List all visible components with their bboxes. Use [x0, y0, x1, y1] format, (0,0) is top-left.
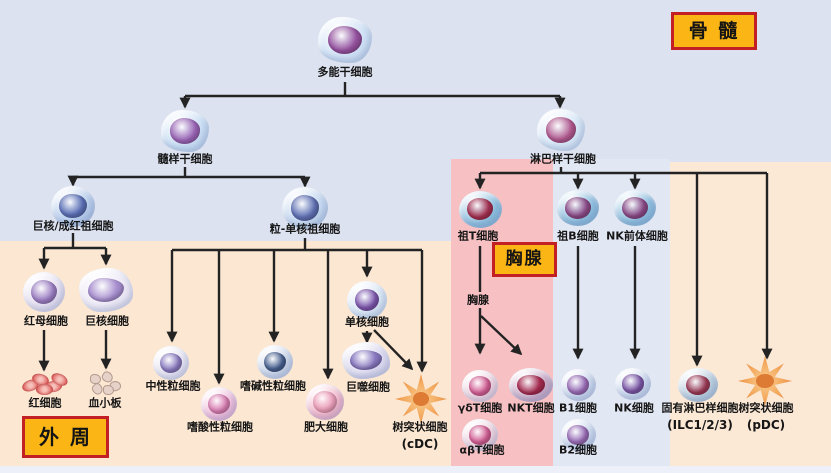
- megakaryocyte-image: [79, 268, 133, 312]
- neutrophil-image: [153, 346, 189, 380]
- connector-line-23: [373, 329, 414, 371]
- dendritic-cell-cdc-image: [395, 374, 447, 424]
- erythroblast-image: [23, 272, 65, 312]
- dendritic-cell-pdc-label: 树突状细胞: [738, 401, 794, 415]
- pro-b-cell-label: 祖B细胞: [557, 229, 599, 243]
- alpha-beta-t-cell-label: αβT细胞: [459, 443, 505, 457]
- myeloid-stem-cell-label: 髓样干细胞: [157, 152, 213, 166]
- monocyte-image: [347, 281, 387, 319]
- red-blood-cells-image: [20, 370, 70, 396]
- lymphoid-stem-cell-nucleus: [546, 117, 576, 143]
- platelets-label: 血小板: [88, 396, 122, 410]
- dendritic-cell-cdc-nucleus: [412, 391, 430, 406]
- b2-cell-label: B2细胞: [558, 443, 598, 457]
- mast-cell-image: [306, 384, 344, 420]
- nkt-cell-nucleus: [517, 374, 545, 396]
- dendritic-cell-pdc-nucleus: [756, 373, 774, 388]
- myeloid-stem-cell-image: [161, 110, 209, 152]
- b1-cell-image: [560, 369, 596, 401]
- gamma-delta-t-cell-image: [462, 370, 498, 402]
- nk-precursor-cell-nucleus: [621, 197, 648, 219]
- nk-cell-label: NK细胞: [614, 401, 654, 415]
- basophil-nucleus: [263, 351, 287, 373]
- alpha-beta-t-cell-nucleus: [468, 425, 492, 445]
- pro-t-cell-nucleus: [466, 197, 494, 221]
- mast-cell-nucleus: [313, 391, 337, 413]
- connector-line-33: [480, 315, 523, 356]
- monocyte-label: 单核细胞: [345, 315, 389, 329]
- nk-cell-nucleus: [621, 374, 645, 394]
- megakaryocyte-erythroid-progenitor-nucleus: [59, 193, 87, 219]
- basophil-label: 嗜碱性粒细胞: [240, 379, 306, 393]
- nk-precursor-cell-image: [614, 190, 656, 226]
- periphery-box: 外 周: [22, 416, 109, 458]
- innate-lymphoid-cell-label: 固有淋巴样细胞: [661, 401, 739, 415]
- red-blood-cells-label: 红细胞: [28, 396, 62, 410]
- red-blood-cells-fragment: [36, 384, 53, 395]
- neutrophil-nucleus: [159, 352, 183, 374]
- b2-cell-nucleus: [567, 425, 589, 445]
- nk-cell-image: [615, 368, 651, 400]
- pro-t-cell-label: 祖T细胞: [457, 229, 499, 243]
- granulocyte-monocyte-progenitor-label: 粒-单核祖细胞: [269, 222, 341, 236]
- innate-lymphoid-cell-sublabel: (ILC1/2/3): [667, 418, 733, 432]
- gamma-delta-t-cell-label: γδT细胞: [457, 401, 503, 415]
- gamma-delta-t-cell-nucleus: [468, 376, 492, 396]
- megakaryocyte-label: 巨核细胞: [85, 314, 129, 328]
- dendritic-cell-pdc-image: [738, 356, 792, 406]
- monocyte-nucleus: [354, 288, 380, 312]
- eosinophil-image: [201, 387, 237, 421]
- nkt-cell-label: NKT细胞: [507, 401, 555, 415]
- dendritic-cell-cdc-sublabel: (cDC): [401, 437, 439, 451]
- macrophage-image: [342, 341, 390, 379]
- innate-lymphoid-cell-nucleus: [685, 374, 711, 396]
- granulocyte-monocyte-progenitor-nucleus: [290, 195, 320, 221]
- lymphoid-stem-cell-image: [537, 109, 585, 151]
- alpha-beta-t-cell-image: [462, 419, 498, 451]
- eosinophil-nucleus: [207, 393, 231, 415]
- b1-cell-label: B1细胞: [558, 401, 598, 415]
- dendritic-cell-cdc-label: 树突状细胞: [392, 420, 448, 434]
- neutrophil-label: 中性粒细胞: [145, 379, 201, 393]
- nk-precursor-cell-label: NK前体细胞: [606, 229, 668, 243]
- pro-t-cell-image: [458, 190, 502, 228]
- erythroblast-label: 红母细胞: [24, 314, 68, 328]
- granulocyte-monocyte-progenitor-image: [282, 187, 328, 229]
- megakaryocyte-erythroid-progenitor-image: [51, 185, 95, 227]
- dendritic-cell-pdc-sublabel: (pDC): [746, 418, 786, 432]
- b2-cell-image: [560, 419, 596, 451]
- basophil-image: [257, 345, 293, 379]
- pluripotent-stem-cell-label: 多能干细胞: [317, 65, 373, 79]
- pro-b-cell-image: [557, 190, 599, 226]
- erythroblast-nucleus: [30, 280, 57, 304]
- bottom-strip: [0, 466, 831, 473]
- megakaryocyte-erythroid-progenitor-label: 巨核/成红祖细胞: [32, 219, 114, 233]
- lymphoid-stem-cell-label: 淋巴样干细胞: [530, 152, 596, 166]
- eosinophil-label: 嗜酸性粒细胞: [187, 420, 253, 434]
- pro-b-cell-nucleus: [564, 197, 591, 219]
- platelets-image: [88, 369, 123, 397]
- b1-cell-nucleus: [567, 375, 589, 395]
- thymus-box: 胸腺: [492, 242, 557, 277]
- macrophage-label: 巨噬细胞: [346, 380, 390, 394]
- pluripotent-stem-cell-nucleus: [328, 26, 362, 54]
- thymus-path-label: 胸腺: [465, 293, 491, 307]
- nkt-cell-image: [509, 368, 553, 402]
- platelets-fragment: [103, 385, 114, 395]
- myeloid-stem-cell-nucleus: [170, 118, 200, 144]
- pluripotent-stem-cell-image: [318, 17, 372, 63]
- mast-cell-label: 肥大细胞: [304, 420, 348, 434]
- bone-marrow-box: 骨 髓: [671, 12, 757, 50]
- macrophage-nucleus: [349, 349, 383, 371]
- innate-lymphoid-cell-image: [678, 368, 718, 402]
